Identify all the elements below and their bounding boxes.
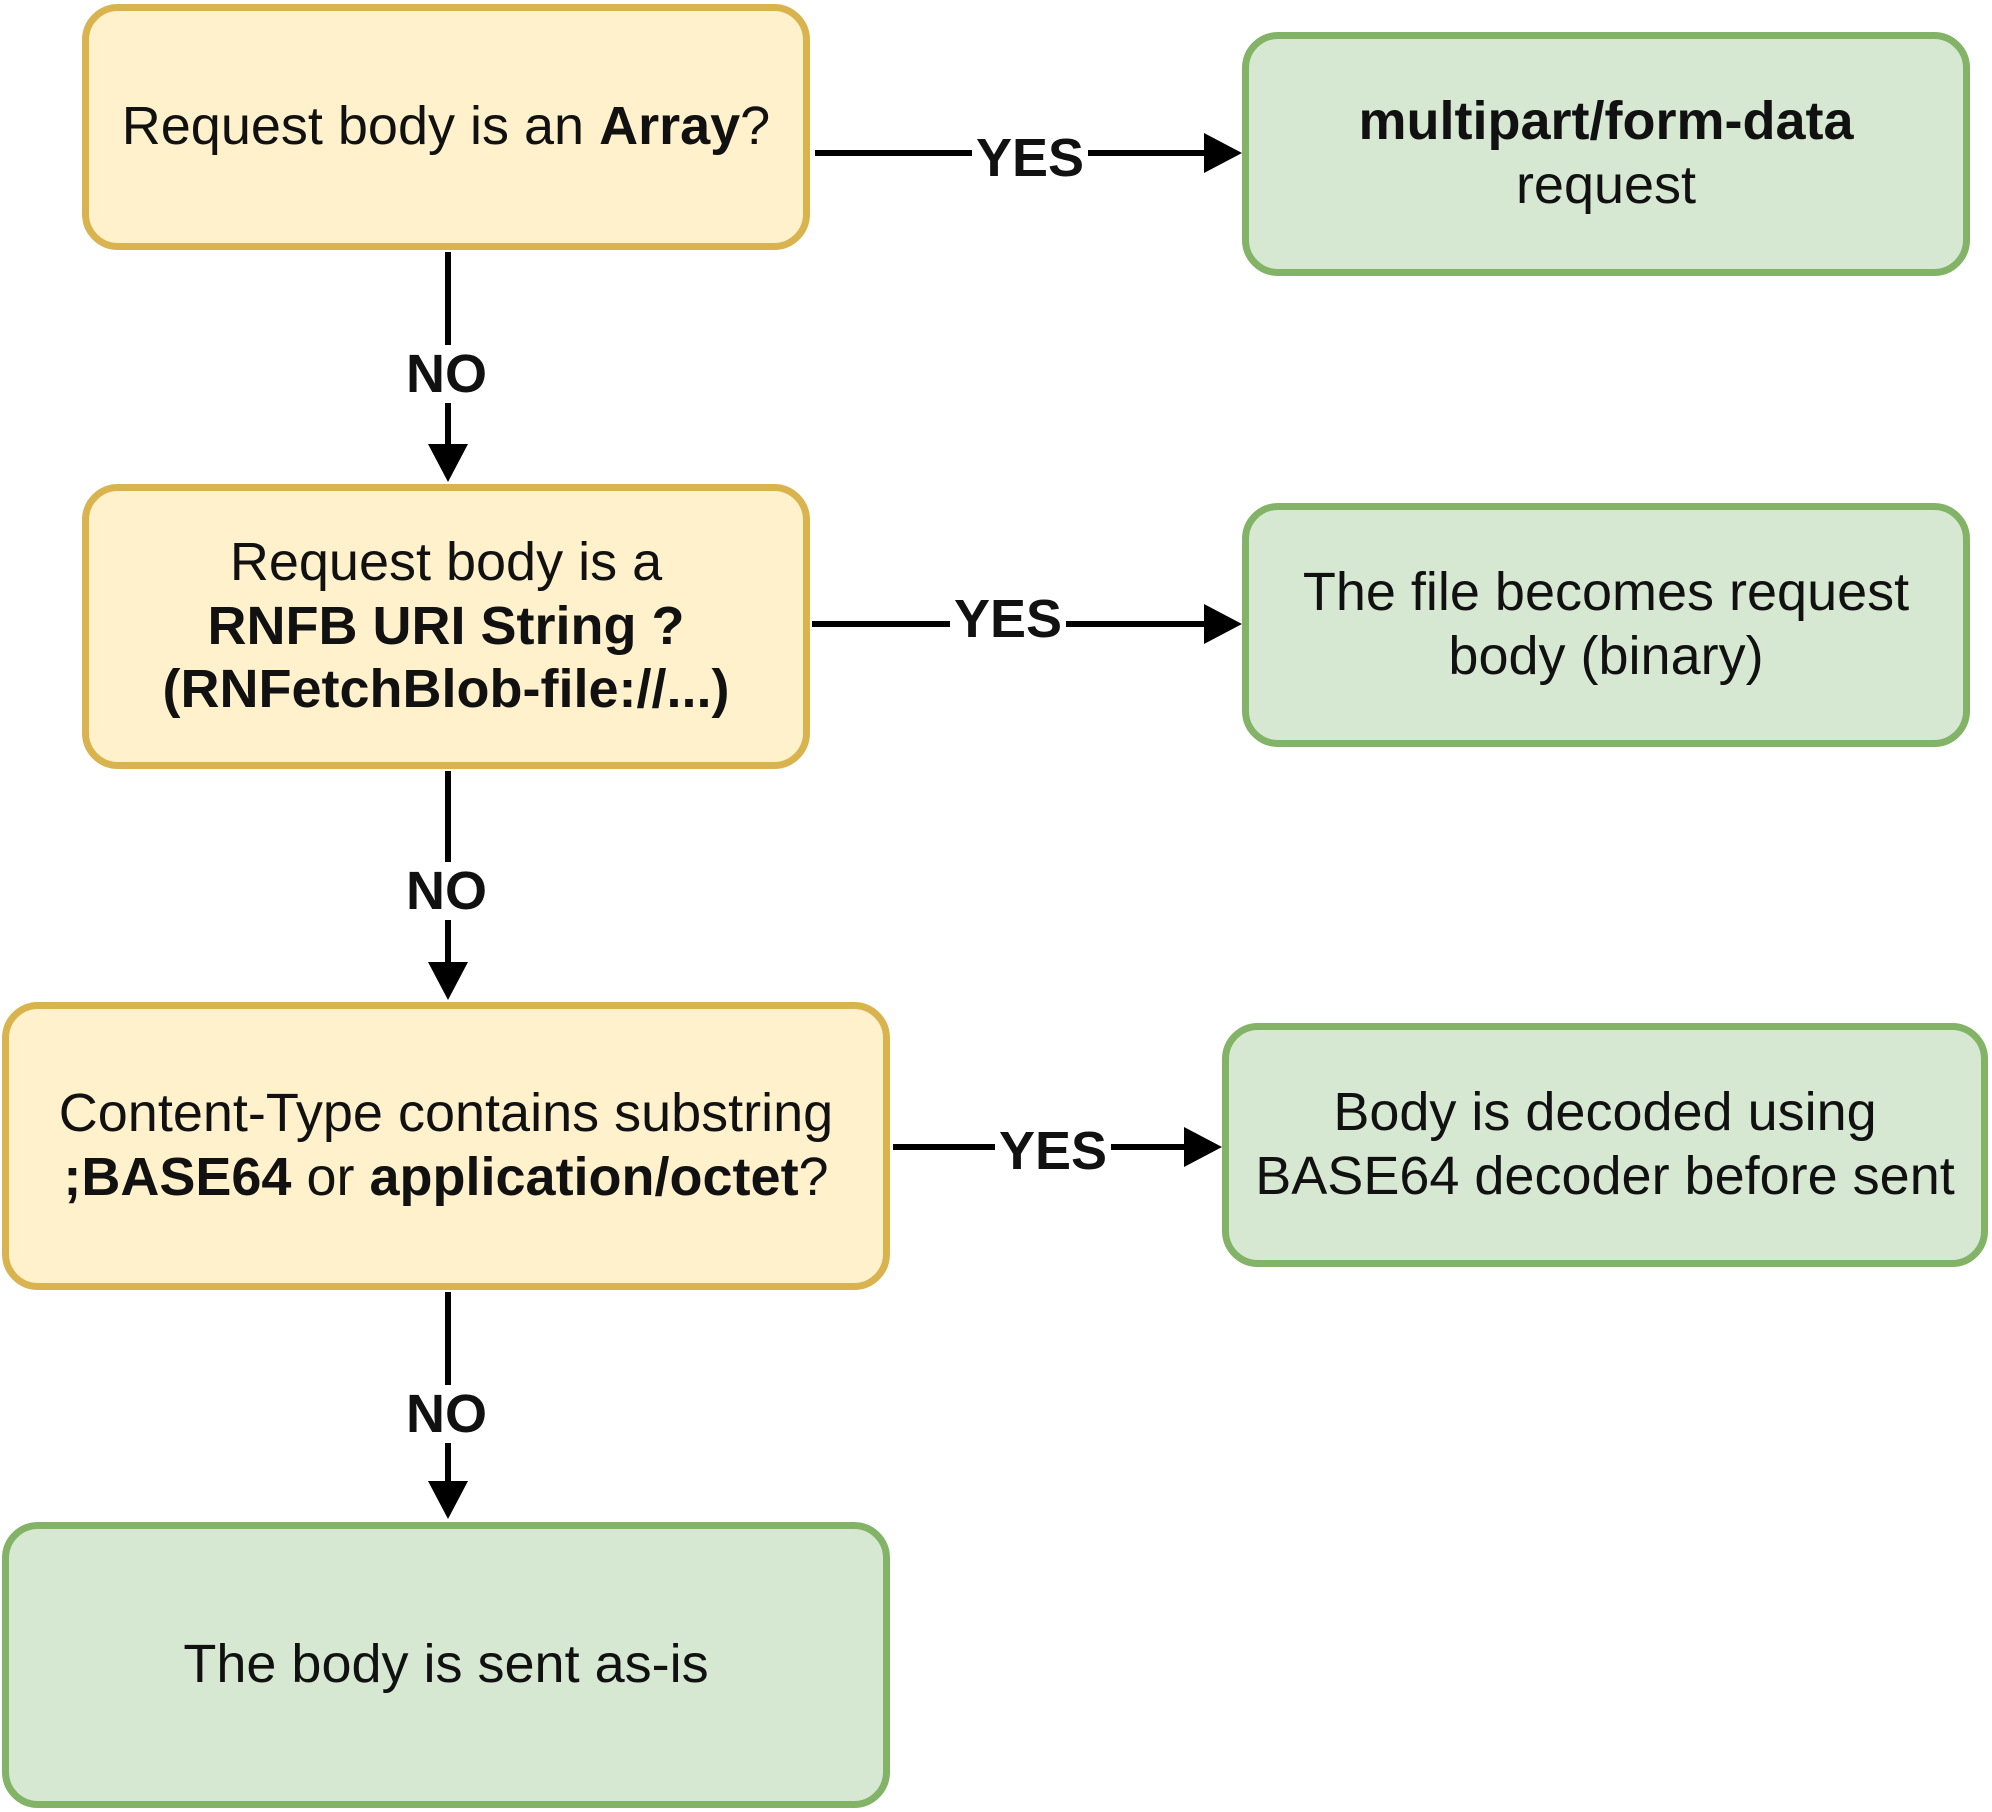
edge-label-yes-1: YES (972, 129, 1089, 187)
decision-is-array: Request body is an Array? (82, 4, 810, 250)
result-file-binary-body: The file becomes request body (binary) (1242, 503, 1970, 747)
edge-label-no-2: NO (402, 862, 491, 920)
result-base64-decoded-text: Body is decoded using BASE64 decoder bef… (1255, 1082, 1955, 1206)
result-sent-as-is-text: The body is sent as-is (183, 1634, 709, 1695)
edge-label-no-1: NO (402, 345, 491, 403)
edge-label-no-3: NO (402, 1385, 491, 1443)
result-sent-as-is: The body is sent as-is (2, 1522, 890, 1808)
result-file-binary-body-text: The file becomes request body (binary) (1302, 562, 1910, 686)
decision-is-array-text: Request body is an Array? (121, 96, 771, 157)
result-multipart-request-text: multipart/form-data request (1358, 91, 1854, 215)
edge-label-yes-3: YES (995, 1122, 1112, 1180)
decision-content-type-base64-text: Content-Type contains substring ;BASE64 … (58, 1083, 834, 1207)
decision-is-rnfb-uri-text: Request body is a RNFB URI String ? (RNF… (162, 531, 730, 720)
decision-is-rnfb-uri: Request body is a RNFB URI String ? (RNF… (82, 484, 810, 769)
edge-label-yes-2: YES (950, 590, 1067, 648)
decision-content-type-base64: Content-Type contains substring ;BASE64 … (2, 1002, 890, 1290)
result-base64-decoded: Body is decoded using BASE64 decoder bef… (1222, 1023, 1988, 1267)
result-multipart-request: multipart/form-data request (1242, 32, 1970, 276)
